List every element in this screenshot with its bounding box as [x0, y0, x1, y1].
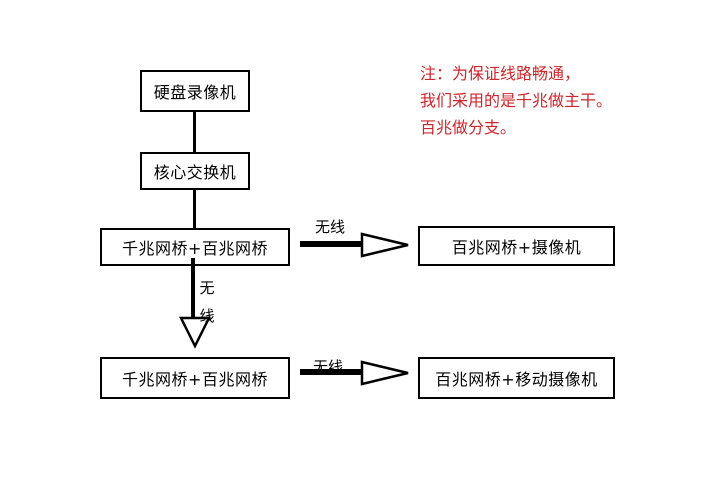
- annotation-note-line-3: 百兆做分支。: [420, 118, 517, 137]
- node-bridge-top-label: 千兆网桥+百兆网桥: [122, 239, 268, 258]
- node-dvr: 硬盘录像机: [140, 70, 250, 112]
- edge-label-char-2: 线: [199, 307, 215, 325]
- node-core-switch-label: 核心交换机: [153, 163, 237, 182]
- wireless-arrow-right-icon-bottom: [300, 360, 409, 386]
- node-core-switch: 核心交换机: [140, 152, 250, 190]
- edge-label-bridge-bottom-to-mobile-camera: 无线: [313, 358, 344, 376]
- wireless-arrow-right-icon-top: [300, 232, 409, 258]
- edge-label-char-1: 无: [199, 279, 215, 297]
- wireless-arrow-down-icon: [178, 258, 212, 349]
- node-dvr-label: 硬盘录像机: [153, 83, 237, 102]
- edge-label-bridge-top-to-camera: 无线: [315, 218, 346, 236]
- annotation-note-line-1: 注：为保证线路畅通，: [420, 64, 581, 83]
- node-bridge-bottom: 千兆网桥+百兆网桥: [100, 357, 290, 399]
- edge-label-bridge-top-to-bridge-bottom: 无 线: [198, 274, 216, 330]
- node-camera: 百兆网桥+摄像机: [418, 226, 615, 266]
- node-camera-label: 百兆网桥+摄像机: [451, 238, 582, 257]
- node-bridge-bottom-label: 千兆网桥+百兆网桥: [122, 370, 268, 389]
- node-mobile-camera: 百兆网桥+移动摄像机: [418, 357, 615, 399]
- connector-dvr-to-core-switch: [193, 112, 196, 152]
- node-mobile-camera-label: 百兆网桥+移动摄像机: [435, 370, 598, 389]
- connector-core-switch-to-bridge-top: [193, 190, 196, 228]
- annotation-note: 注：为保证线路畅通， 我们采用的是千兆做主干。 百兆做分支。: [420, 60, 612, 141]
- annotation-note-line-2: 我们采用的是千兆做主干。: [420, 91, 613, 110]
